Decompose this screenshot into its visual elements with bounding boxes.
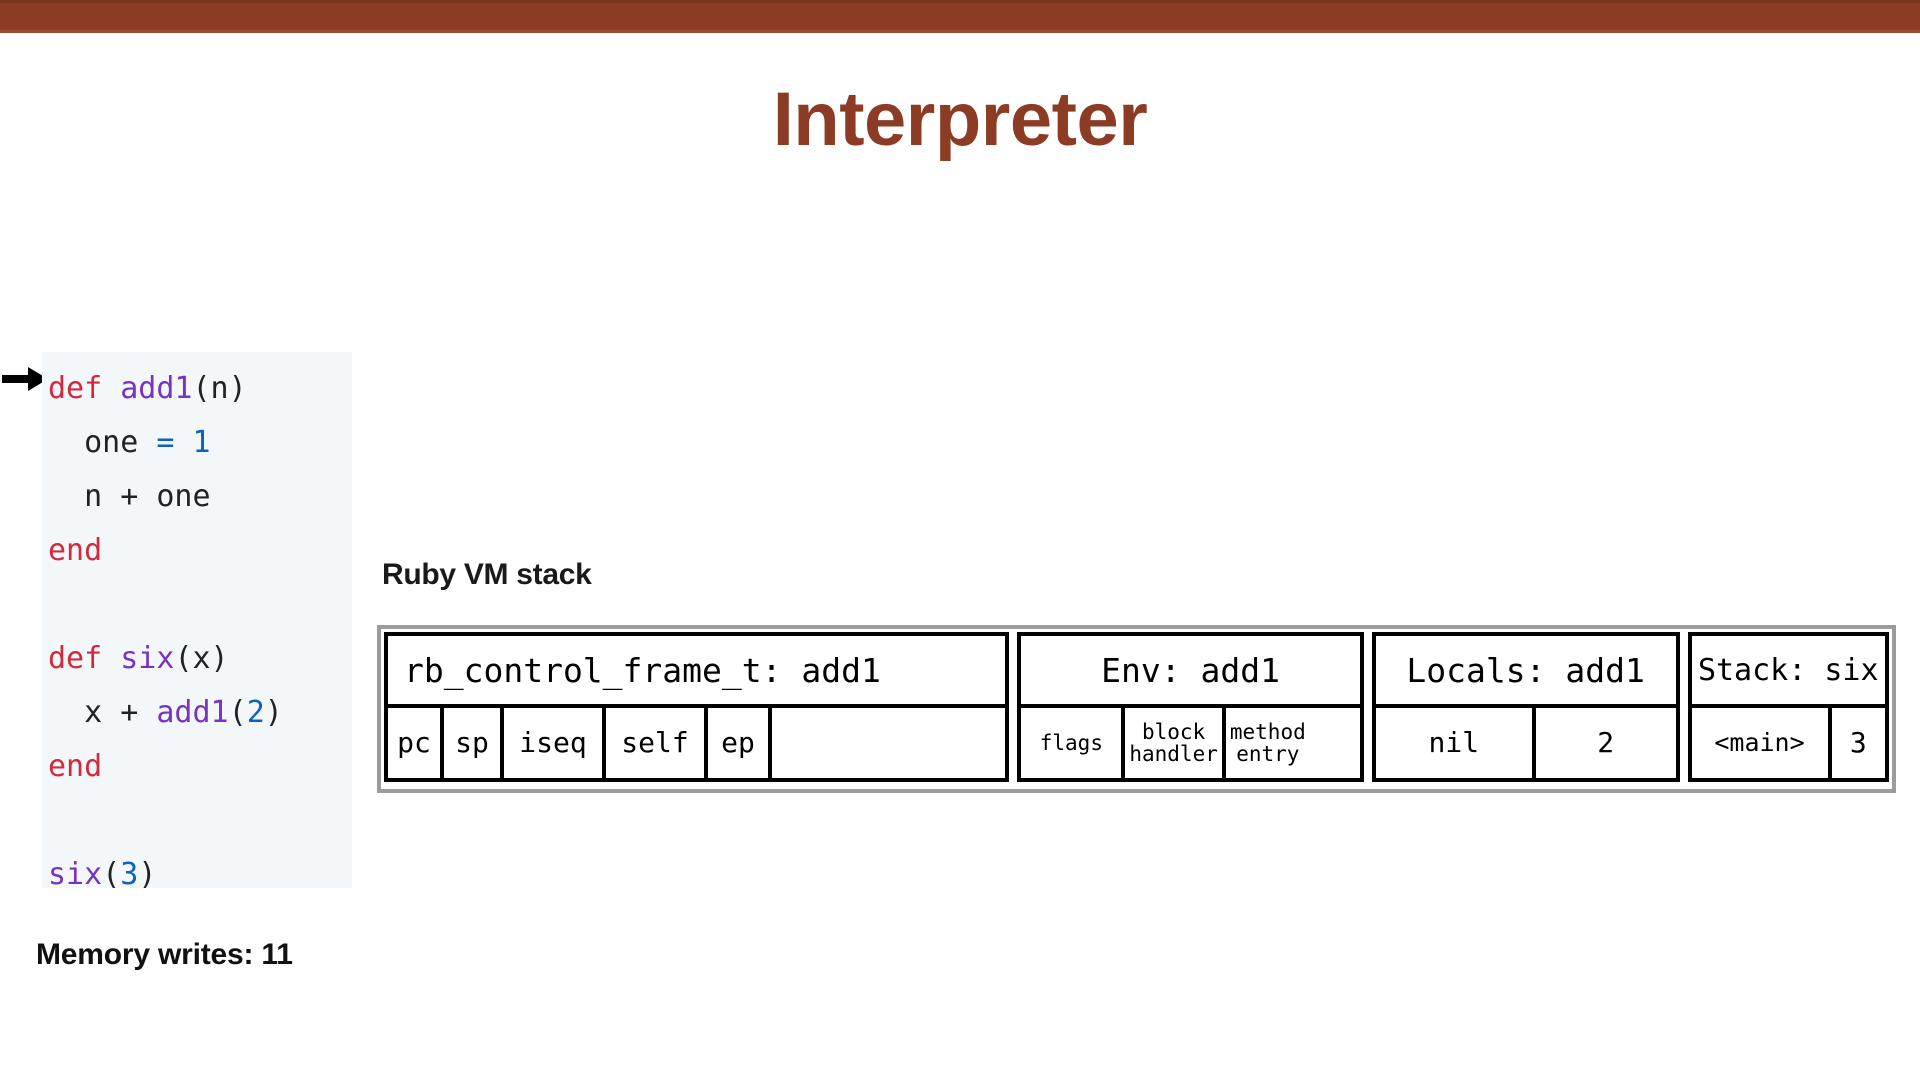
code-token: 3 [120, 857, 139, 892]
code-indent [48, 425, 84, 460]
code-token: x + [84, 695, 157, 730]
stack-group-stack: Stack: six<main> 3 [1687, 632, 1889, 786]
stack-cell-stack-main: <main> [1692, 708, 1832, 778]
code-token: end [48, 749, 103, 784]
stack-cell-control-frame-sp: sp [444, 708, 504, 778]
code-token: n + one [84, 479, 211, 514]
code-token: one [84, 425, 157, 460]
stack-cell-control-frame-ep: ep [708, 708, 772, 778]
code-token: ( [102, 857, 121, 892]
code-token: = [156, 425, 175, 460]
stack-cell-env-method-entry: method entry [1229, 719, 1306, 766]
code-token: ) [264, 695, 283, 730]
stack-cell-control-frame-pc: pc [388, 708, 444, 778]
stack-group-header-locals: Locals: add1 [1371, 632, 1680, 706]
code-line [48, 578, 352, 632]
code-token: end [48, 533, 103, 568]
code-token: (n) [192, 371, 247, 406]
code-line: def six(x) [48, 632, 352, 686]
code-line: end [48, 740, 352, 794]
code-indent [48, 695, 84, 730]
code-line [48, 794, 352, 848]
stack-group-cells-stack: <main> 3 [1687, 706, 1889, 782]
stack-group-cells-locals: nil 2 [1371, 706, 1680, 782]
code-line: one = 1 [48, 416, 352, 470]
stack-cell-control-frame-pad [772, 708, 1005, 778]
code-token: (x) [174, 641, 229, 676]
code-token: add1 [120, 371, 193, 406]
code-line: six(3) [48, 848, 352, 902]
stack-group-header-env: Env: add1 [1017, 632, 1364, 706]
code-line: x + add1(2) [48, 686, 352, 740]
code-token: def [48, 371, 103, 406]
code-line: n + one [48, 470, 352, 524]
stack-group-header-stack: Stack: six [1687, 632, 1889, 706]
code-token: six [48, 857, 103, 892]
code-line-current: def add1(n) [48, 362, 352, 416]
arrow-right-icon [2, 366, 48, 392]
stack-cell-control-frame-self: self [606, 708, 708, 778]
code-indent [48, 479, 84, 514]
code-token [174, 425, 192, 460]
memory-writes-counter: Memory writes: 11 [36, 938, 293, 971]
stack-cell-env-flags: flags [1021, 708, 1126, 778]
stack-cell-env-block-handler: block handler [1125, 708, 1226, 778]
code-token [102, 371, 120, 406]
stack-cell-locals-two: 2 [1597, 726, 1615, 760]
code-token: 1 [192, 425, 211, 460]
code-token: 2 [246, 695, 265, 730]
stack-group-header-control-frame: rb_control_frame_t: add1 [384, 632, 1010, 706]
code-token: def [48, 641, 103, 676]
slide-top-accent-bar [0, 0, 1920, 33]
stack-cell-control-frame-iseq: iseq [504, 708, 606, 778]
vm-stack-heading: Ruby VM stack [382, 558, 592, 591]
stack-cell-stack-three: 3 [1849, 726, 1867, 760]
code-token [102, 641, 120, 676]
code-line: end [48, 524, 352, 578]
code-token: ( [228, 695, 247, 730]
stack-cell-locals-nil: nil [1376, 708, 1536, 778]
code-token: add1 [156, 695, 229, 730]
page-title: Interpreter [772, 77, 1148, 162]
code-token: ) [138, 857, 157, 892]
code-token: six [120, 641, 175, 676]
